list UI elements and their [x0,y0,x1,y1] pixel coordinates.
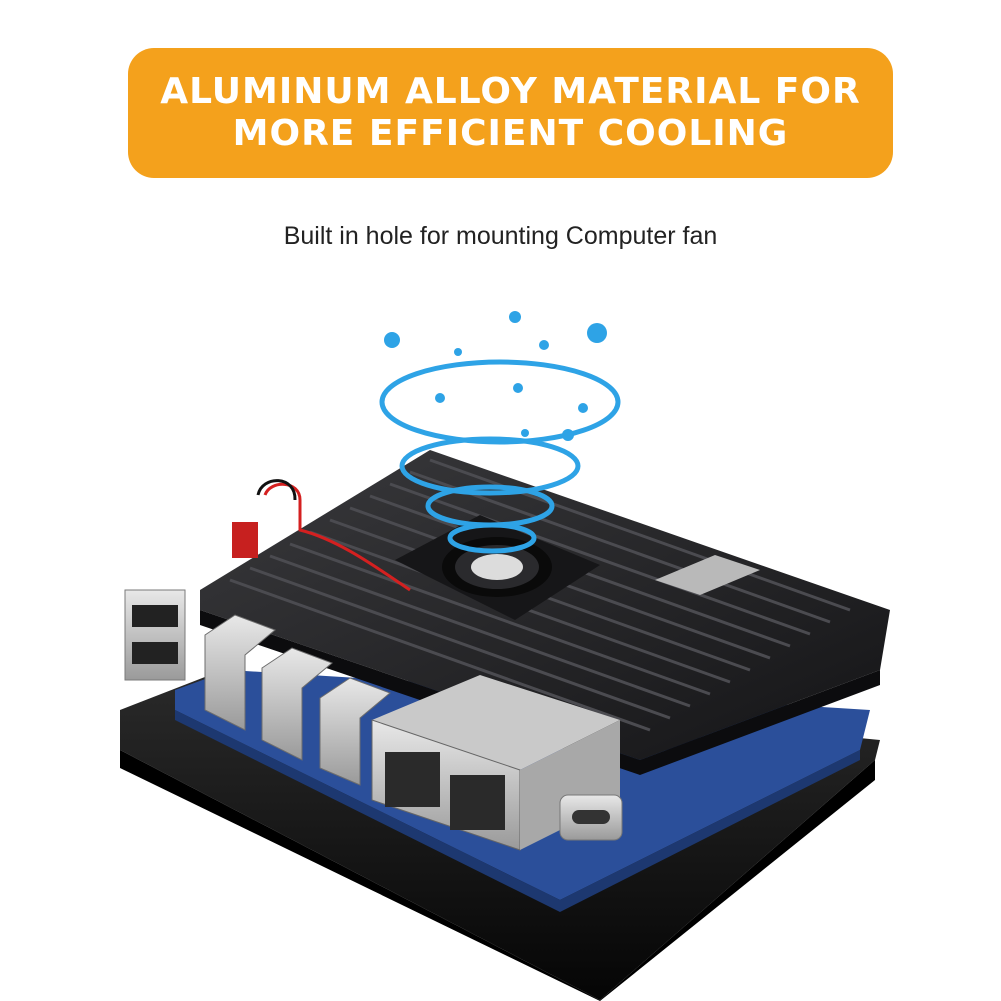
ethernet-ports [371,675,620,851]
headline-line-1: ALUMINUM ALLOY MATERIAL FOR [160,71,861,112]
airflow-bubbles [384,311,607,441]
video-ports [204,614,391,786]
usb-ports [124,589,186,681]
airflow-swirl-icon [379,359,621,554]
usb-c-port [559,794,623,841]
headline-banner: ALUMINUM ALLOY MATERIAL FOR MORE EFFICIE… [128,48,893,178]
cooling-fan-icon [232,479,600,620]
headline-line-2: MORE EFFICIENT COOLING [232,113,789,154]
product-illustration [0,290,1001,1001]
feature-subtitle: Built in hole for mounting Computer fan [283,222,718,250]
